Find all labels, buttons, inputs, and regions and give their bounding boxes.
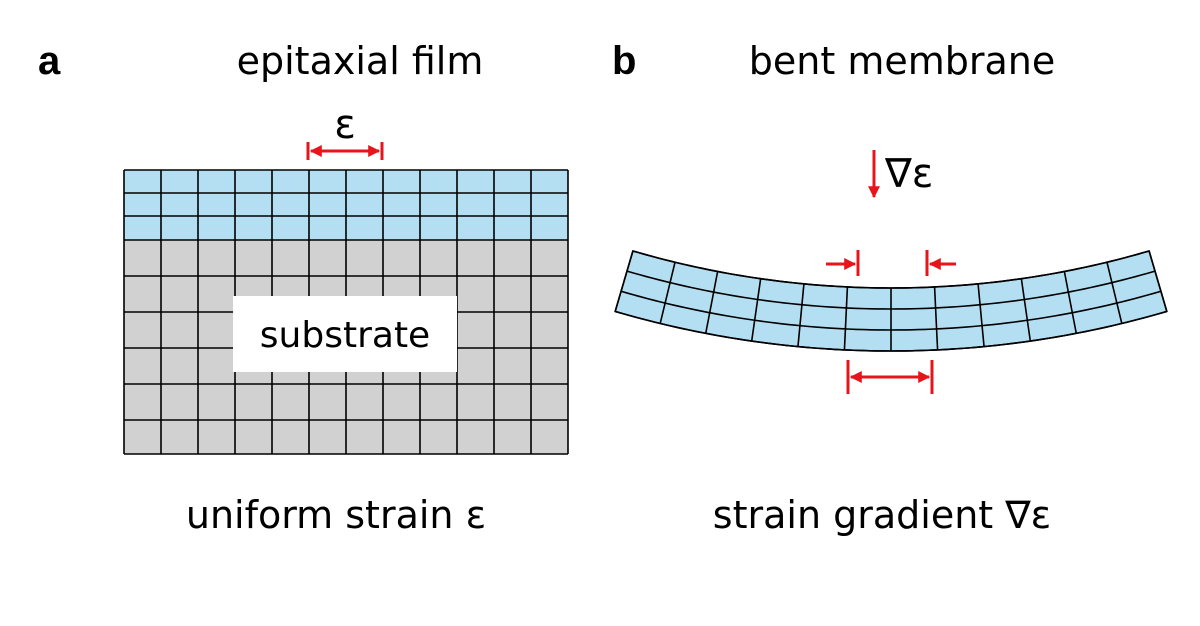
bent-membrane-grid [614,249,1168,352]
panel-b: b bent membrane ∇ε strain gradient ∇ε [612,39,1168,537]
membrane-radial-line [614,250,634,312]
panel-a: a epitaxial film ε substrate uniform str… [38,39,569,537]
uniform-strain-marker: ε [306,102,384,160]
strain-symbol: ε [334,102,356,148]
panel-a-caption: uniform strain ε [186,493,486,537]
membrane-radial-line [1148,250,1168,312]
membrane-radial-line [750,278,762,342]
membrane-radial-line [1020,278,1032,342]
membrane-radial-line [1063,271,1078,334]
substrate-label-box [233,296,457,372]
gradient-marker: ∇ε [868,150,933,199]
panel-b-title: bent membrane [749,39,1055,83]
compression-marker [826,250,956,276]
membrane-radial-line [843,286,849,350]
panel-b-letter: b [612,39,636,83]
tension-marker [846,360,934,394]
membrane-radial-line [797,283,805,347]
membrane-radial-line [933,286,939,350]
membrane-radial-line [659,262,676,324]
substrate-label: substrate [260,315,430,356]
gradient-symbol: ∇ε [884,151,933,197]
panel-a-letter: a [38,39,61,83]
panel-b-caption: strain gradient ∇ε [713,493,1051,537]
membrane-radial-line [704,271,719,334]
film-substrate-grid [123,169,569,455]
panel-a-title: epitaxial film [237,39,484,83]
membrane-radial-line [1106,262,1123,324]
membrane-radial-line [977,283,985,347]
